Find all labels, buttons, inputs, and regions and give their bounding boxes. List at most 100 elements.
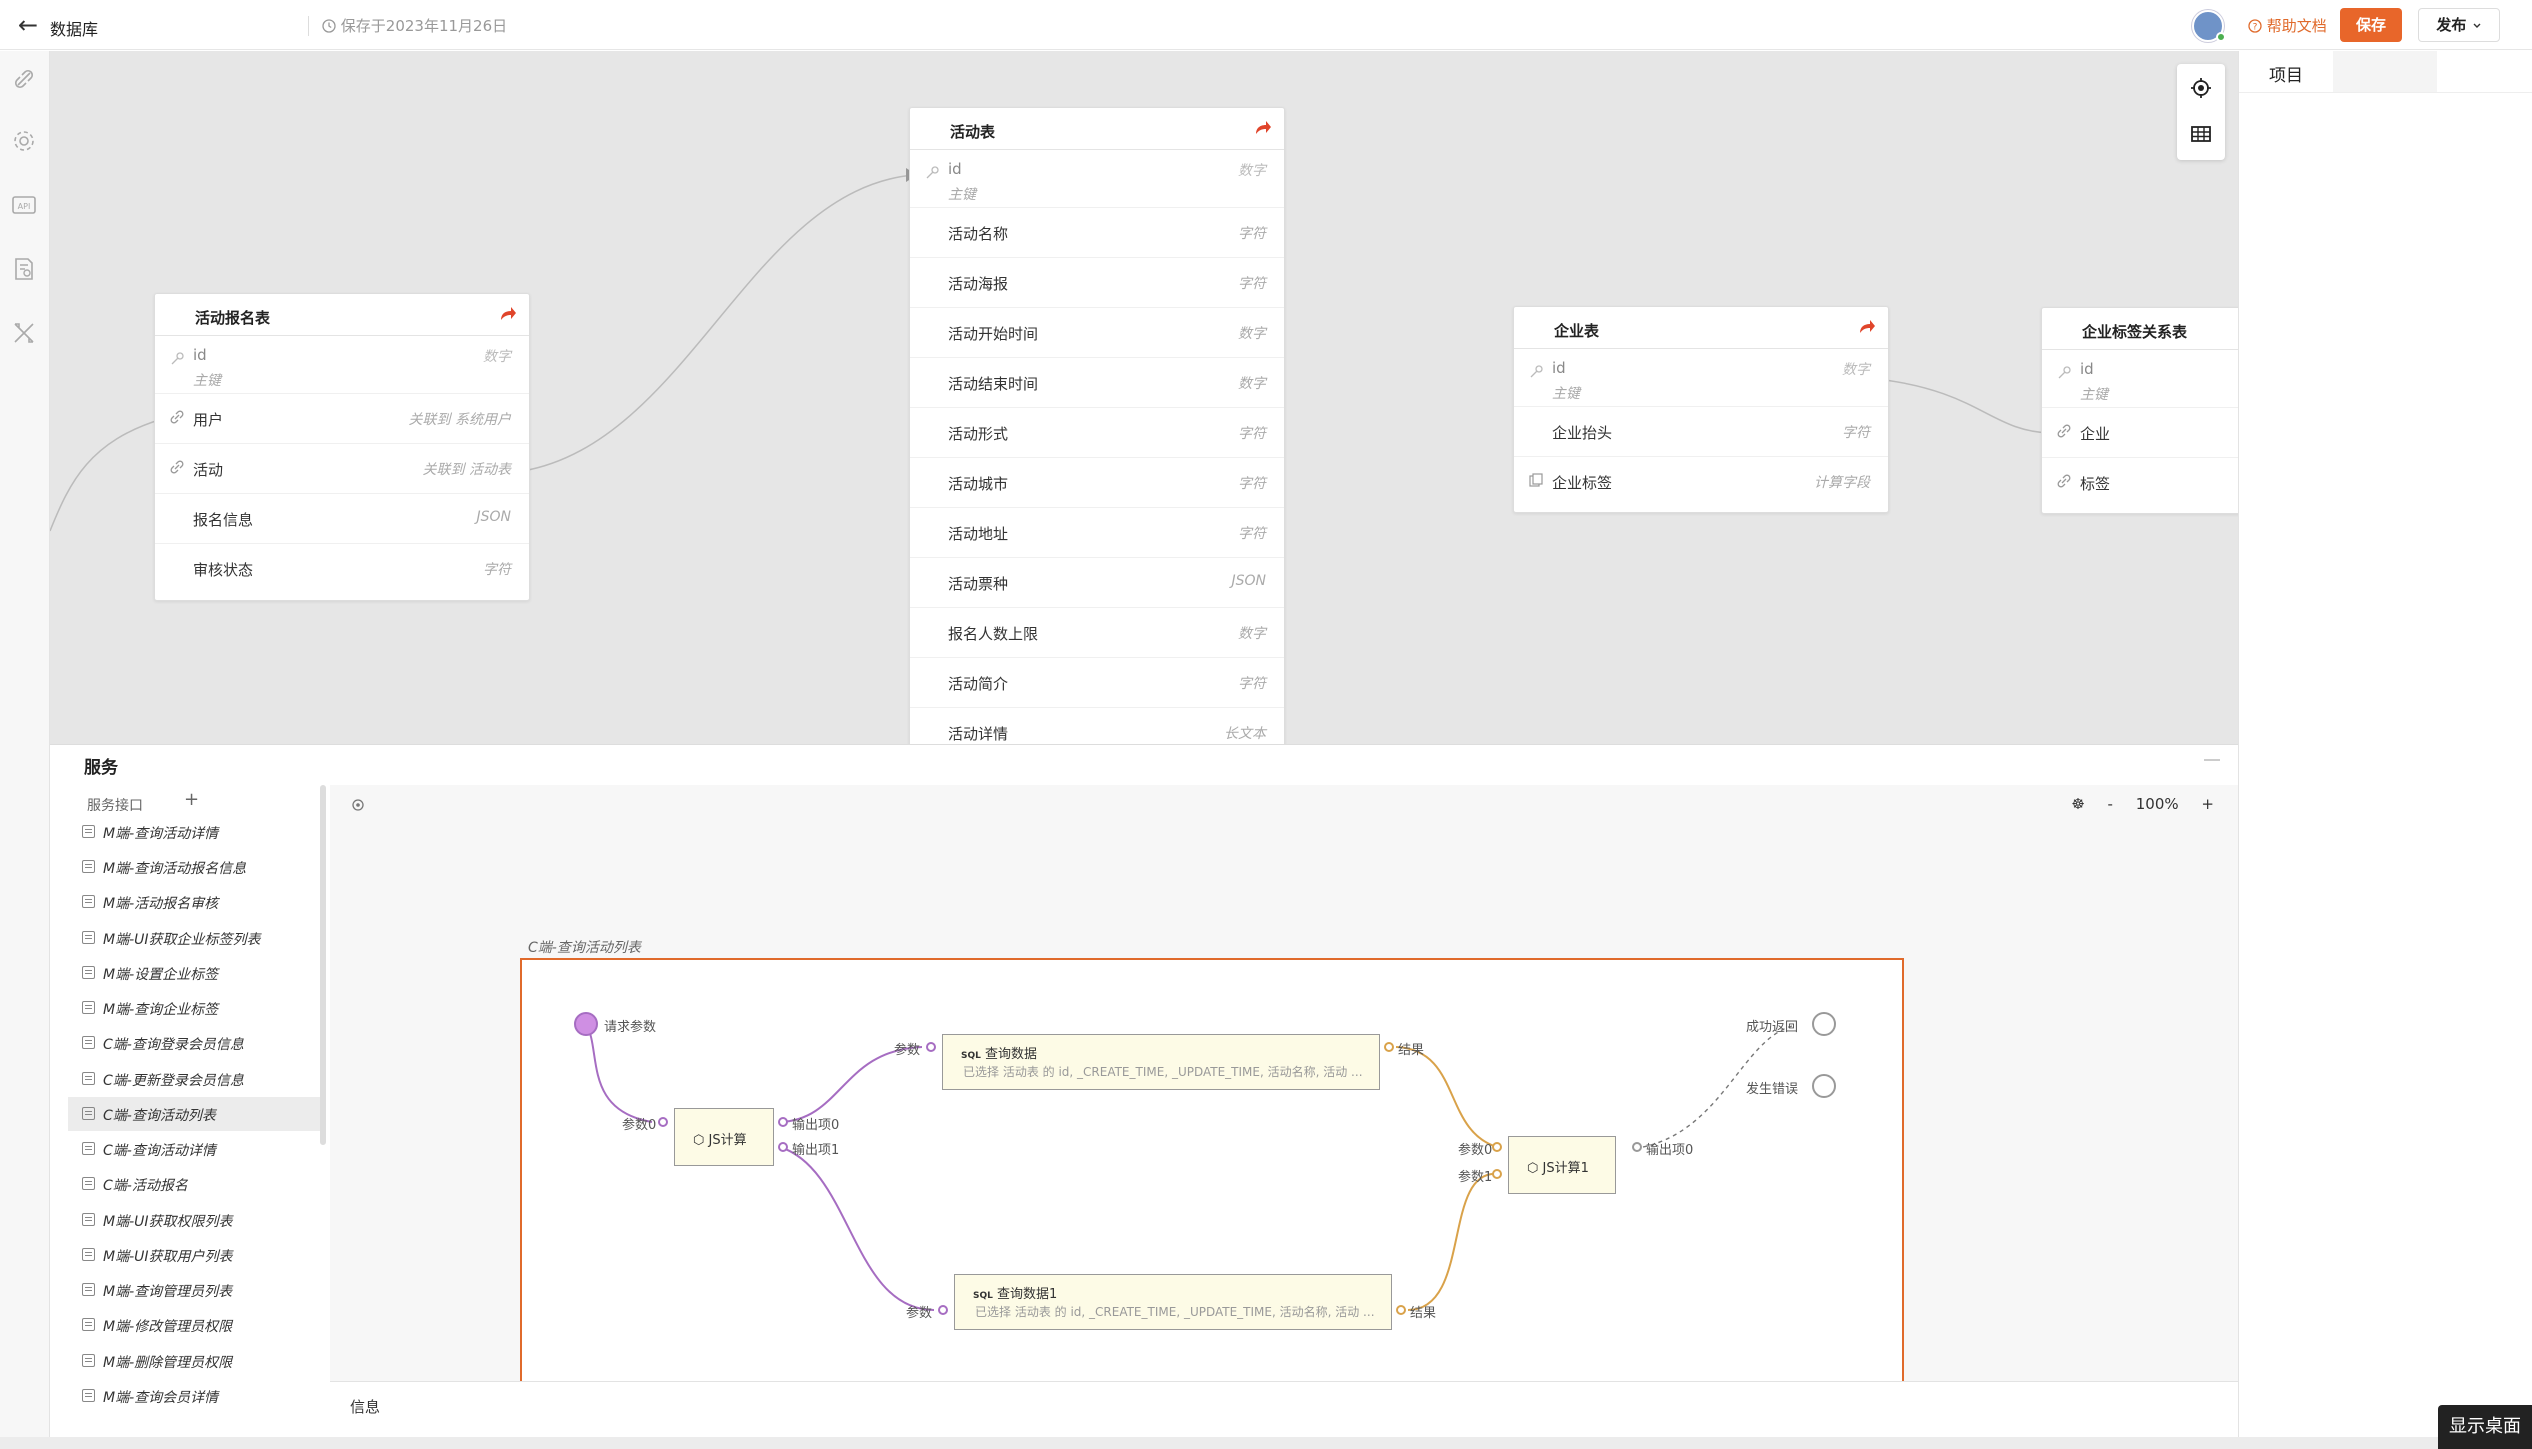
js2-output-label: 输出项0 (1646, 1143, 1694, 1158)
show-desktop-button[interactable]: 显示桌面 (2438, 1405, 2532, 1449)
flow-edges (585, 1023, 1793, 1311)
clock-icon (322, 19, 336, 33)
sql2-input-port[interactable] (938, 1305, 948, 1315)
field-row[interactable]: 活动海报字符 (910, 258, 1284, 308)
document-settings-icon[interactable] (10, 255, 38, 283)
service-item[interactable]: M端-查询会员详情 (68, 1379, 326, 1413)
field-row[interactable]: 活动城市字符 (910, 458, 1284, 508)
link-tool-icon[interactable] (10, 65, 38, 93)
sql1-input-label: 参数 (894, 1043, 921, 1058)
sql1-input-port[interactable] (926, 1042, 936, 1052)
sql-query-node-1[interactable]: SQL 查询数据1 已选择 活动表 的 id, _CREATE_TIME, _U… (954, 1274, 1392, 1330)
field-row[interactable]: id 主键 数字 (1514, 349, 1888, 407)
zoom-in-button[interactable]: + (2201, 795, 2214, 813)
field-row[interactable]: 活动名称字符 (910, 208, 1284, 258)
service-item[interactable]: M端-查询管理员列表 (68, 1273, 326, 1307)
js1-output1-port[interactable] (778, 1142, 788, 1152)
service-item[interactable]: M端-查询活动详情 (68, 815, 326, 849)
service-item[interactable]: C端-查询活动详情 (68, 1132, 326, 1166)
er-canvas[interactable]: 活动报名表 id 主键 数字 用户 关联到 系统用户 活动 关联到 活动表 报名… (50, 51, 2238, 744)
flow-canvas[interactable]: ☸ - 100% + C端-查询活动列表 请求参数 参数0 ⬡ JS计算 (330, 785, 2238, 1381)
js1-output0-port[interactable] (778, 1117, 788, 1127)
minimize-icon[interactable] (2204, 759, 2220, 761)
service-item[interactable]: C端-查询登录会员信息 (68, 1026, 326, 1060)
service-item[interactable]: M端-UI获取用户列表 (68, 1238, 326, 1272)
request-params-start[interactable] (574, 1012, 598, 1036)
field-row[interactable]: 活动简介字符 (910, 658, 1284, 708)
js-compute-node[interactable]: ⬡ JS计算 (674, 1108, 774, 1166)
tools-icon[interactable] (10, 319, 38, 347)
service-item-active[interactable]: C端-查询活动列表 (68, 1097, 326, 1131)
field-row[interactable]: 用户 关联到 系统用户 (155, 394, 529, 444)
table-card-company[interactable]: 企业表 id 主键 数字 企业抬头字符 企业标签 计算字段 (1513, 306, 1889, 513)
share-arrow-icon[interactable] (497, 304, 517, 324)
service-item[interactable]: M端-修改管理员权限 (68, 1308, 326, 1342)
bug-icon[interactable]: ☸ (2071, 795, 2085, 813)
service-item[interactable]: M端-UI获取企业标签列表 (68, 921, 326, 955)
field-name: 活动简介 (948, 675, 1009, 693)
field-row[interactable]: 活动结束时间数字 (910, 358, 1284, 408)
field-row[interactable]: 活动形式字符 (910, 408, 1284, 458)
service-item[interactable]: M端-删除管理员权限 (68, 1344, 326, 1378)
field-row[interactable]: 报名人数上限数字 (910, 608, 1284, 658)
field-row[interactable]: id 主键 (2042, 350, 2238, 408)
locate-icon[interactable] (350, 797, 366, 813)
service-item[interactable]: M端-查询企业标签 (68, 991, 326, 1025)
key-icon (1530, 365, 1543, 378)
field-row[interactable]: 报名信息 JSON (155, 494, 529, 544)
js2-output-port[interactable] (1632, 1142, 1642, 1152)
field-row[interactable]: 活动开始时间数字 (910, 308, 1284, 358)
field-row[interactable]: 标签 (2042, 458, 2238, 508)
help-link[interactable]: ? 帮助文档 (2248, 15, 2327, 36)
table-card-registration[interactable]: 活动报名表 id 主键 数字 用户 关联到 系统用户 活动 关联到 活动表 报名… (154, 293, 530, 601)
field-row[interactable]: 企业标签 计算字段 (1514, 457, 1888, 507)
share-arrow-icon[interactable] (1252, 118, 1272, 138)
flow-group[interactable]: 请求参数 参数0 ⬡ JS计算 输出项0 输出项1 参数 SQL 查询数据 已选… (520, 958, 1904, 1381)
service-item[interactable]: C端-更新登录会员信息 (68, 1062, 326, 1096)
field-row[interactable]: id 主键 数字 (910, 150, 1284, 208)
tab-project[interactable]: 项目 (2269, 66, 2303, 86)
table-card-activity[interactable]: 活动表 id 主键 数字 活动名称字符 活动海报字符 活动开始时间数字 活动结束… (909, 107, 1285, 744)
service-item[interactable]: M端-UI获取权限列表 (68, 1203, 326, 1237)
js1-input-port[interactable] (658, 1117, 668, 1127)
table-icon[interactable] (2189, 122, 2213, 146)
save-button[interactable]: 保存 (2340, 8, 2402, 42)
share-arrow-icon[interactable] (1856, 317, 1876, 337)
field-name: 活动结束时间 (948, 375, 1039, 393)
error-end[interactable] (1812, 1074, 1836, 1098)
js2-input1-port[interactable] (1492, 1169, 1502, 1179)
field-row[interactable]: 活动 关联到 活动表 (155, 444, 529, 494)
js-compute-node-1[interactable]: ⬡ JS计算1 (1508, 1136, 1616, 1194)
field-row[interactable]: 企业 (2042, 408, 2238, 458)
field-row[interactable]: 活动地址字符 (910, 508, 1284, 558)
field-row[interactable]: 审核状态 字符 (155, 544, 529, 594)
key-icon (2058, 366, 2071, 379)
api-icon[interactable]: API (10, 191, 38, 219)
field-name: 活动开始时间 (948, 325, 1039, 343)
gear-icon[interactable] (10, 127, 38, 155)
field-row[interactable]: id 主键 数字 (155, 336, 529, 394)
locate-icon[interactable] (2189, 76, 2213, 100)
service-item[interactable]: M端-设置企业标签 (68, 956, 326, 990)
success-return-end[interactable] (1812, 1012, 1836, 1036)
field-row[interactable]: 企业抬头字符 (1514, 407, 1888, 457)
table-card-company-tag[interactable]: 企业标签关系表 id 主键 企业 标签 (2041, 307, 2238, 514)
service-item[interactable]: M端-查询活动报名信息 (68, 850, 326, 884)
info-tab[interactable]: 信息 (350, 1398, 381, 1416)
add-service-button[interactable]: + (184, 789, 200, 810)
field-row[interactable]: 活动详情长文本 (910, 708, 1284, 744)
sql-query-node[interactable]: SQL 查询数据 已选择 活动表 的 id, _CREATE_TIME, _UP… (942, 1034, 1380, 1090)
service-list-scrollbar[interactable] (320, 785, 326, 1145)
sql2-output-port[interactable] (1396, 1305, 1406, 1315)
back-arrow-icon[interactable]: ← (17, 11, 39, 39)
top-bar: ← 数据库 保存于2023年11月26日 ? 帮助文档 保存 发布 (0, 0, 2532, 50)
computed-field-icon (1529, 473, 1543, 487)
sql1-output-port[interactable] (1384, 1042, 1394, 1052)
js2-input0-port[interactable] (1492, 1142, 1502, 1152)
service-item[interactable]: C端-活动报名 (68, 1167, 326, 1201)
zoom-out-button[interactable]: - (2107, 795, 2113, 813)
publish-button[interactable]: 发布 (2418, 8, 2500, 42)
service-item[interactable]: M端-活动报名审核 (68, 885, 326, 919)
sql1-output-label: 结果 (1398, 1043, 1425, 1058)
